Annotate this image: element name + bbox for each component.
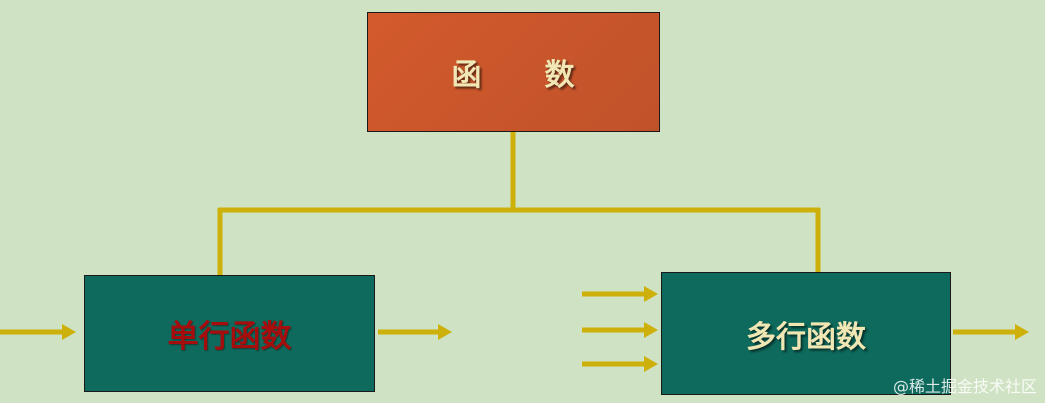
right-input-arrowhead-1 [644, 286, 658, 302]
multi-row-function-label: 多行函数 [746, 319, 866, 355]
function-node: 函 数 [367, 12, 660, 132]
right-output-arrowhead [1015, 324, 1029, 340]
right-input-arrowhead-2 [644, 322, 658, 338]
right-input-arrowhead-3 [644, 356, 658, 372]
single-row-function-node: 单行函数 [84, 275, 375, 392]
multi-row-function-node: 多行函数 [661, 272, 951, 395]
watermark: @稀土掘金技术社区 [892, 377, 1037, 396]
left-input-arrowhead [62, 324, 76, 340]
single-row-function-label: 单行函数 [167, 319, 292, 355]
left-output-arrowhead [438, 324, 452, 340]
function-node-char-2: 数 [544, 58, 576, 93]
function-node-char-1: 函 [451, 58, 483, 93]
